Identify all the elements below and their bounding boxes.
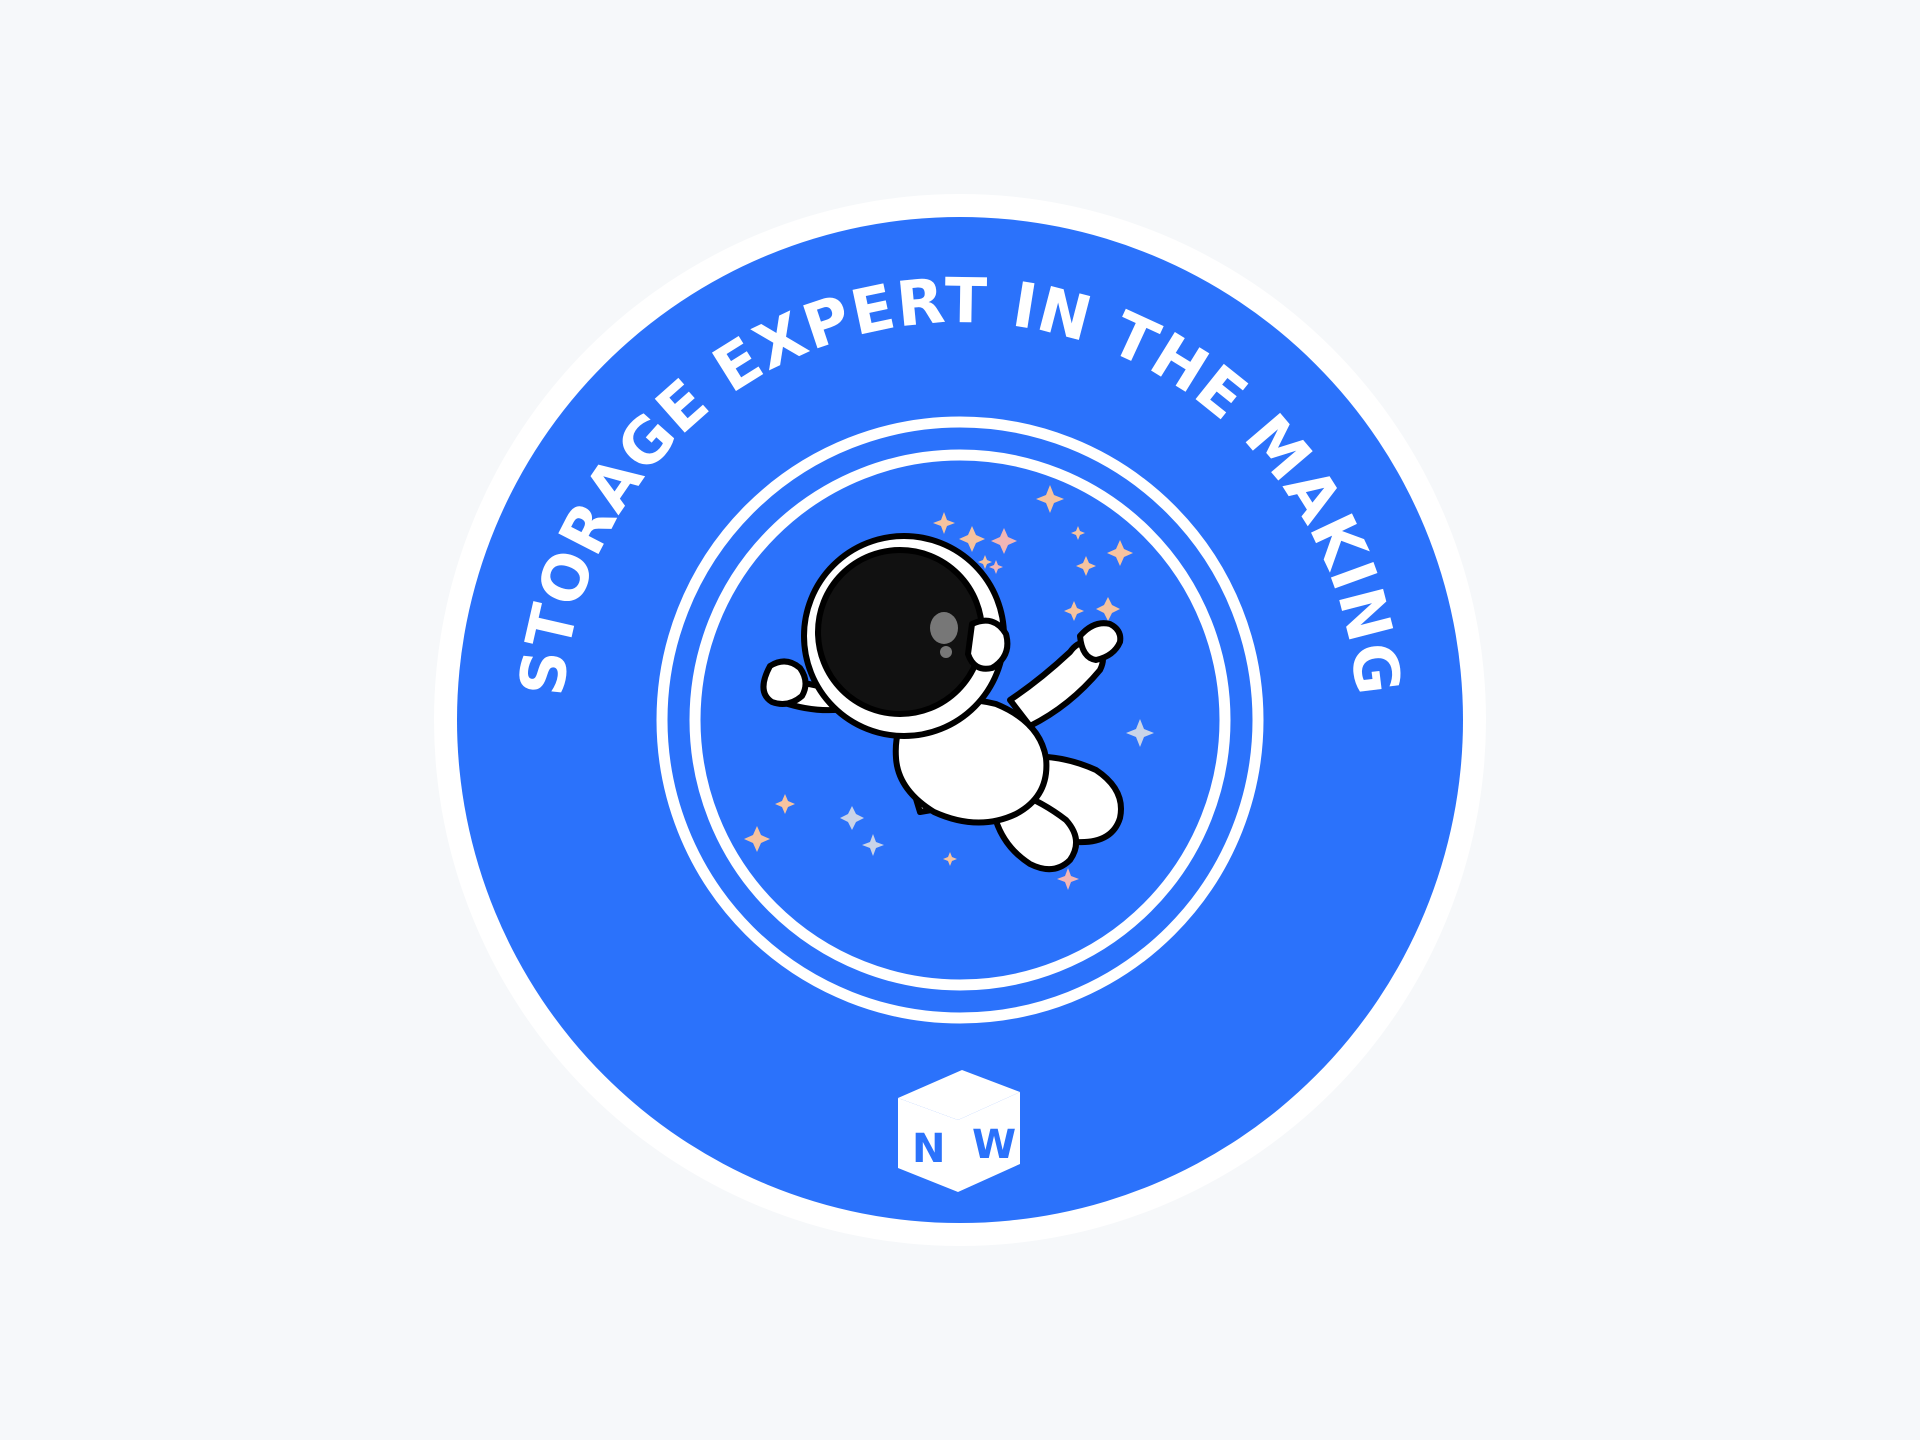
sparkle-star-icon xyxy=(959,526,985,552)
inner-ring-inner xyxy=(689,449,1231,991)
inner-ring-outer xyxy=(656,416,1264,1024)
sparkle-star-icon xyxy=(943,852,957,866)
sparkle-star-icon xyxy=(1071,526,1085,540)
sparkle-star-icon xyxy=(1076,556,1096,576)
sparkle-star-icon xyxy=(1036,485,1064,513)
sparkle-star-icon xyxy=(1126,719,1154,747)
logo-letter-n: N xyxy=(912,1126,945,1172)
sparkle-star-icon xyxy=(978,555,992,569)
sparkle-star-icons xyxy=(744,485,1154,890)
sparkle-star-icon xyxy=(991,528,1017,554)
nw-cube-logo-icon: N W xyxy=(898,1070,1020,1192)
logo-letter-w: W xyxy=(972,1122,1016,1168)
sparkle-star-icon xyxy=(840,806,864,830)
sparkle-star-icon xyxy=(933,512,955,534)
sparkle-star-icon xyxy=(1107,540,1133,566)
sparkle-star-icon xyxy=(744,826,770,852)
sparkle-star-icon xyxy=(1096,597,1120,621)
astronaut-icon xyxy=(760,533,1124,873)
sparkle-star-icon xyxy=(1057,868,1079,890)
sparkle-star-icon xyxy=(775,794,795,814)
sparkle-star-icon xyxy=(989,560,1003,574)
sparkle-star-icon xyxy=(1064,601,1084,621)
sparkle-star-icon xyxy=(862,834,884,856)
